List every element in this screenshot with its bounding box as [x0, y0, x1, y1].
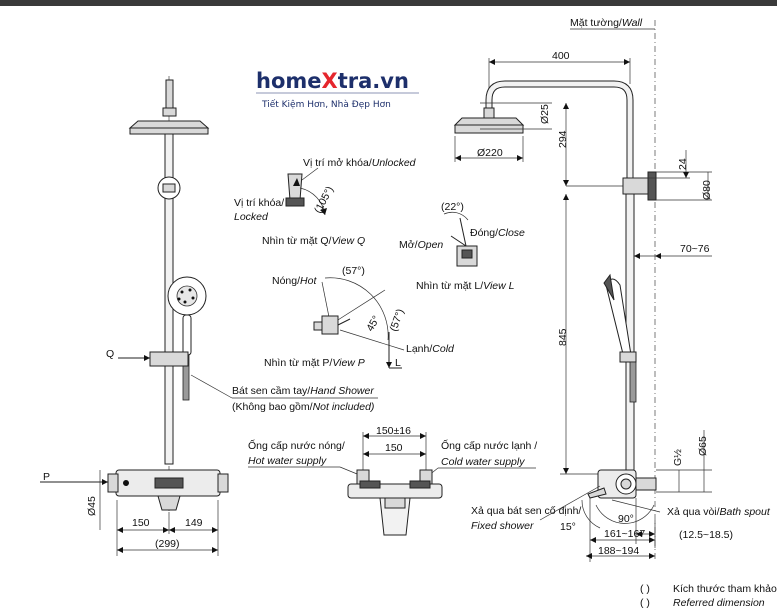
legend-paren-1: ( )	[640, 583, 650, 595]
view-p-detail: Nóng/Hot (57°) 45° (57°) Lạnh/Cold Nhìn …	[264, 265, 455, 369]
hand-shower-label: Bát sen cầm tay/Hand Shower	[232, 385, 374, 397]
view-l-marker: L	[395, 357, 401, 369]
brand-slogan: Tiết Kiệm Hơn, Nhà Đẹp Hơn	[261, 99, 391, 110]
open-label: Mở/Open	[399, 239, 443, 251]
locked-label: Vị trí khóa/	[234, 197, 284, 209]
fixed-shower-drain-label: Xả qua bát sen cố định/	[471, 505, 581, 517]
view-q-marker: Q	[106, 348, 114, 360]
unlocked-label: Vị trí mở khóa/Unlocked	[303, 157, 417, 169]
legend-ref-en: Referred dimension	[673, 597, 765, 609]
bath-spout-drain-label: Xả qua vòi/Bath spout	[667, 506, 771, 518]
svg-text:homeXtra.vn: homeXtra.vn	[256, 69, 409, 93]
front-view: Q Bát sen cầm tay/Hand Shower (Không bao…	[40, 76, 378, 556]
hot-label: Nóng/Hot	[272, 275, 317, 287]
cold-label: Lạnh/Cold	[406, 343, 455, 355]
view-p-marker: P	[43, 471, 50, 483]
angle-105: (105°)	[312, 184, 336, 215]
hot-supply-label: Ống cấp nước nóng/	[248, 438, 345, 452]
brand-logo: homeXtra.vn Tiết Kiệm Hơn, Nhà Đẹp Hơn	[256, 69, 419, 110]
view-p-caption: Nhìn từ mặt P/View P	[264, 357, 365, 369]
angle-90: 90°	[618, 513, 634, 525]
side-view: Mặt tường/Wall 400 Ø25 294 Ø220	[453, 17, 771, 562]
dim-d80: Ø80	[701, 180, 713, 200]
dim-d45: Ø45	[86, 496, 98, 516]
dim-294: 294	[557, 130, 569, 148]
dim-188-194: 188~194	[598, 545, 639, 557]
angle-45: 45°	[364, 314, 382, 334]
dim-70-76: 70~76	[680, 243, 710, 255]
legend: ( ) Kích thước tham khảo ( ) Referred di…	[640, 583, 777, 609]
dim-150-16: 150±16	[376, 425, 411, 437]
dim-161-167: 161~167	[604, 528, 645, 540]
dim-d220: Ø220	[477, 147, 503, 159]
top-border	[0, 0, 777, 6]
dim-24: 24	[677, 158, 689, 170]
angle-15: 15°	[560, 521, 576, 533]
cold-supply-label: Ống cấp nước lạnh /	[441, 438, 537, 452]
view-q-caption: Nhìn từ mặt Q/View Q	[262, 235, 365, 247]
dim-150-mixer: 150	[385, 442, 403, 454]
angle-57-b: (57°)	[388, 307, 407, 333]
close-label: Đóng/Close	[470, 227, 525, 239]
angle-22: (22°)	[441, 201, 464, 213]
dim-150-left: 150	[132, 517, 150, 529]
view-q-detail: Vị trí mở khóa/Unlocked Vị trí khóa/ Loc…	[234, 157, 417, 247]
locked-label-en: Locked	[234, 211, 269, 223]
dim-149: 149	[185, 517, 203, 529]
mixer-detail: 150±16 150 Ống cấp nước nóng/ Hot water …	[248, 425, 537, 536]
view-l-caption: Nhìn từ mặt L/View L	[416, 280, 515, 292]
view-l-detail: (22°) Đóng/Close Mở/Open Nhìn từ mặt L/V…	[399, 201, 525, 292]
dim-845: 845	[557, 328, 569, 346]
dim-299: (299)	[155, 538, 180, 550]
dim-g12: G½	[672, 449, 684, 466]
legend-ref-vi: Kích thước tham khảo	[673, 583, 777, 595]
cold-supply-label-en: Cold water supply	[441, 456, 525, 468]
not-included-label: (Không bao gồm/Not included)	[232, 401, 374, 413]
legend-paren-2: ( )	[640, 597, 650, 609]
wall-label: Mặt tường/Wall	[570, 17, 643, 29]
dim-12-5-18-5: (12.5~18.5)	[679, 529, 733, 541]
dim-400: 400	[552, 50, 570, 62]
fixed-shower-drain-label-en: Fixed shower	[471, 520, 534, 532]
hot-supply-label-en: Hot water supply	[248, 455, 327, 467]
angle-57-a: (57°)	[342, 265, 365, 277]
dim-d65: Ø65	[697, 436, 709, 456]
dim-d25: Ø25	[539, 104, 551, 124]
